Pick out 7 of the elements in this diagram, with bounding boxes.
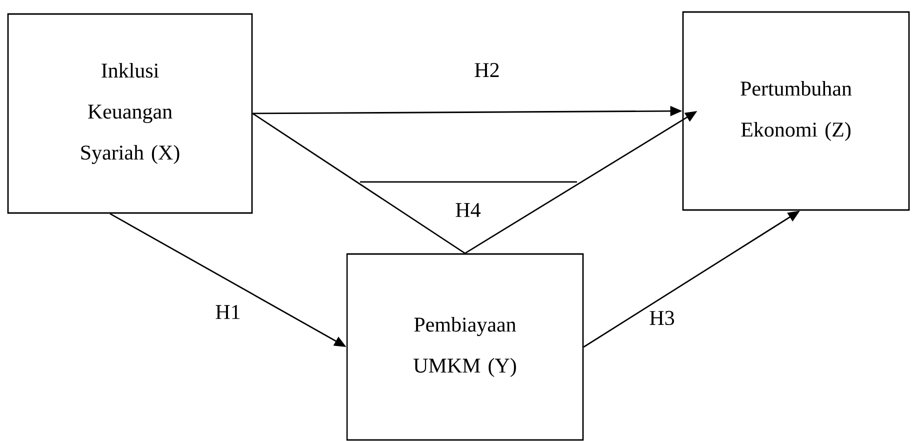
edge-label: H3 [650, 310, 674, 326]
concept-box: Pembiayaan UMKM (Y) [346, 253, 584, 441]
concept-box: Pertumbuhan Ekonomi (Z) [682, 11, 910, 211]
concept-box: Inklusi Keuangan Syariah (X) [7, 13, 253, 214]
edge-label: H1 [216, 305, 240, 319]
edge-label: H4 [456, 203, 480, 217]
edge-label: H2 [474, 63, 499, 77]
